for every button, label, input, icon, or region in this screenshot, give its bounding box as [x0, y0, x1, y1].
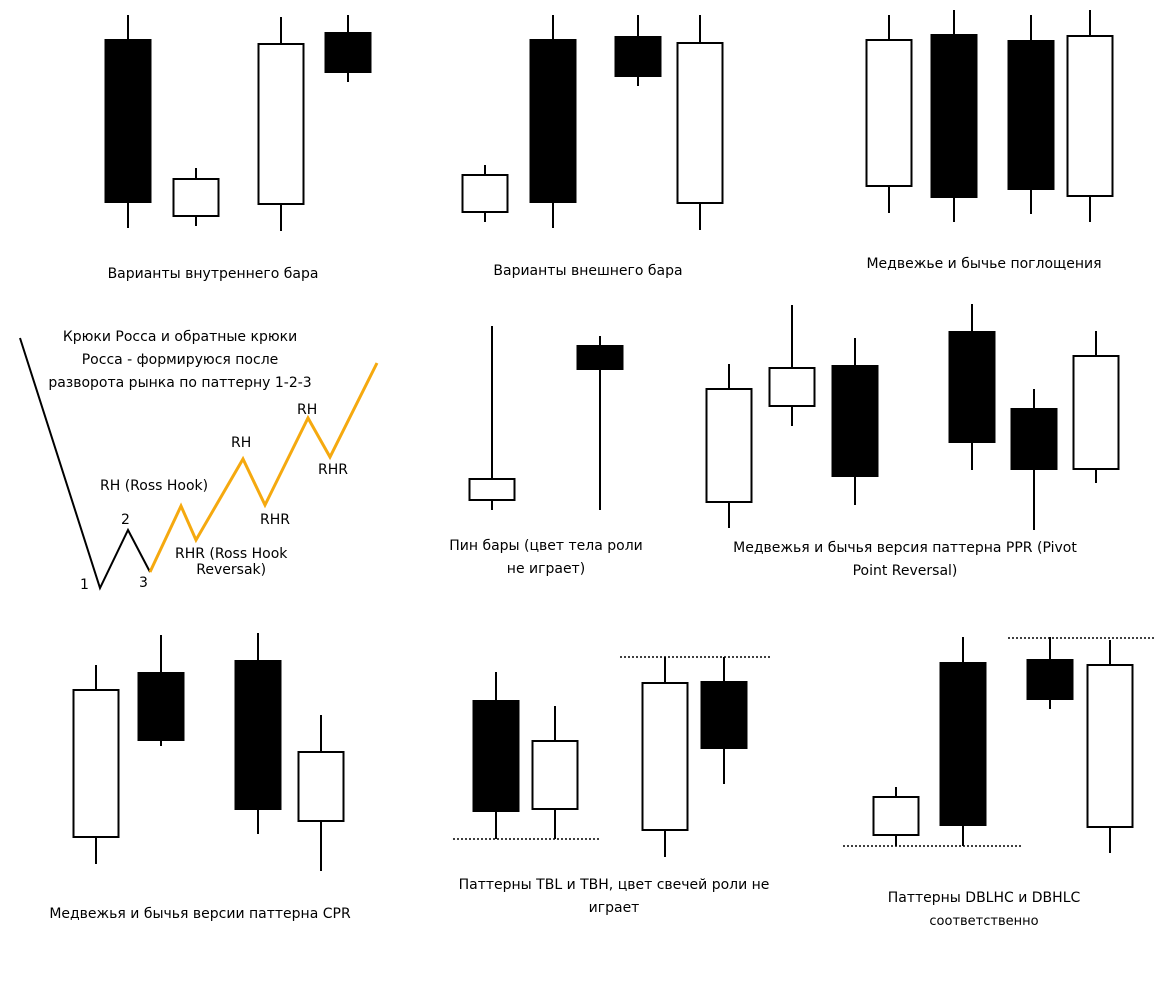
bearish-candle	[1026, 637, 1074, 709]
rh-2-label: RH	[231, 435, 252, 451]
bearish-candle	[472, 672, 520, 839]
bearish-candle	[529, 15, 577, 228]
candle-body	[137, 672, 185, 741]
caption-line: Point Reversal)	[852, 563, 958, 579]
rhr-first-line: Reversak)	[196, 562, 267, 578]
bearish-candle	[137, 635, 185, 746]
bearish-candle	[104, 15, 152, 228]
point-1-label: 1	[80, 577, 89, 593]
bearish-candle	[1007, 15, 1055, 214]
candle-body	[1007, 40, 1055, 190]
ross-title-line: Крюки Росса и обратные крюки	[62, 329, 298, 345]
candle-body	[576, 345, 624, 370]
bullish-candle	[1066, 10, 1114, 222]
candle-body	[1026, 659, 1074, 700]
candle-body	[939, 662, 987, 826]
bullish-candle	[872, 787, 920, 846]
bullish-candle	[768, 305, 816, 426]
point-3-label: 3	[139, 575, 148, 591]
candle-body	[700, 681, 748, 749]
bearish-candle	[576, 336, 624, 510]
candle-body	[872, 796, 920, 836]
bullish-candle	[72, 665, 120, 864]
candle-body	[705, 388, 753, 503]
candle-body	[461, 174, 509, 213]
bearish-candle	[324, 15, 372, 82]
rh-3-label: RH	[297, 402, 318, 418]
caption-line: Медвежья и бычья версия паттерна PPR (Pi…	[733, 540, 1077, 556]
ross-title-line: разворота рынка по паттерну 1-2-3	[48, 375, 312, 391]
point-2-label: 2	[121, 512, 130, 528]
ross-hook-uptrend-line	[148, 362, 379, 573]
bullish-candle	[1086, 640, 1134, 853]
caption-ppr: Медвежья и бычья версия паттерна PPR (Pi…	[733, 537, 1077, 583]
candle-body	[865, 39, 913, 187]
bullish-candle	[531, 706, 579, 839]
rhr-first-label: RHR (Ross Hook Reversak)	[175, 546, 287, 578]
bullish-candle	[468, 326, 516, 510]
bullish-candle	[172, 168, 220, 226]
candle-body	[257, 43, 305, 205]
bullish-candle	[865, 15, 913, 213]
caption-engulfing: Медвежье и бычье поглощения	[866, 256, 1102, 272]
bullish-candle	[461, 165, 509, 222]
caption-line: соответственно	[929, 914, 1039, 929]
support-resistance-lines	[453, 637, 1155, 847]
caption-tbl-tbh: Паттерны TBL и TBH, цвет свечей роли не …	[459, 874, 770, 920]
bearish-candle	[614, 15, 662, 86]
candles	[72, 10, 1134, 871]
candle-body	[676, 42, 724, 204]
candle-body	[531, 740, 579, 810]
candle-body	[324, 32, 372, 73]
bullish-candle	[705, 364, 753, 528]
caption-line: Пин бары (цвет тела роли	[449, 538, 643, 554]
candle-body	[1072, 355, 1120, 470]
bullish-candle	[676, 15, 724, 230]
rh-first-label: RH (Ross Hook)	[100, 478, 209, 494]
candle-body	[930, 34, 978, 198]
candle-body	[1010, 408, 1058, 470]
ross-title: Крюки Росса и обратные крюки Росса - фор…	[48, 326, 311, 395]
rhr-3-label: RHR	[318, 462, 348, 478]
rhr-first-line: RHR (Ross Hook	[175, 546, 288, 562]
caption-dblhc: Паттерны DBLHC и DBHLC соответственно	[888, 887, 1081, 933]
bearish-candle	[1010, 389, 1058, 530]
bearish-candle	[948, 304, 996, 470]
caption-pin-bar: Пин бары (цвет тела роли не играет)	[449, 535, 643, 581]
caption-line: играет	[588, 900, 640, 916]
rhr-2-label: RHR	[260, 512, 290, 528]
bullish-candle	[257, 17, 305, 231]
ross-title-line: Росса - формируюся после	[81, 352, 279, 368]
candle-body	[1086, 664, 1134, 828]
caption-cpr: Медвежья и бычья версии паттерна CPR	[49, 906, 351, 922]
caption-inside-bar: Варианты внутреннего бара	[107, 266, 319, 282]
candle-body	[948, 331, 996, 443]
candle-body	[529, 39, 577, 203]
bullish-candle	[297, 715, 345, 871]
candle-body	[472, 700, 520, 812]
bullish-candle	[1072, 331, 1120, 483]
candle-body	[831, 365, 879, 477]
bearish-candle	[939, 637, 987, 846]
bearish-candle	[930, 10, 978, 222]
candle-body	[104, 39, 152, 203]
candle-body	[172, 178, 220, 217]
candle-body	[468, 478, 516, 501]
candle-body	[614, 36, 662, 77]
downtrend-123-line	[19, 337, 151, 591]
candle-body	[768, 367, 816, 407]
bearish-candle	[234, 633, 282, 834]
candle-body	[72, 689, 120, 838]
candle-body	[641, 682, 689, 831]
candle-body	[234, 660, 282, 810]
caption-line: Паттерны DBLHC и DBHLC	[887, 890, 1081, 906]
caption-line: не играет)	[506, 561, 586, 577]
caption-outside-bar: Варианты внешнего бара	[493, 263, 683, 279]
caption-line: Паттерны TBL и TBH, цвет свечей роли не	[458, 877, 770, 893]
bullish-candle	[641, 657, 689, 857]
candle-body	[1066, 35, 1114, 197]
bearish-candle	[700, 657, 748, 784]
candle-body	[297, 751, 345, 822]
bearish-candle	[831, 338, 879, 505]
